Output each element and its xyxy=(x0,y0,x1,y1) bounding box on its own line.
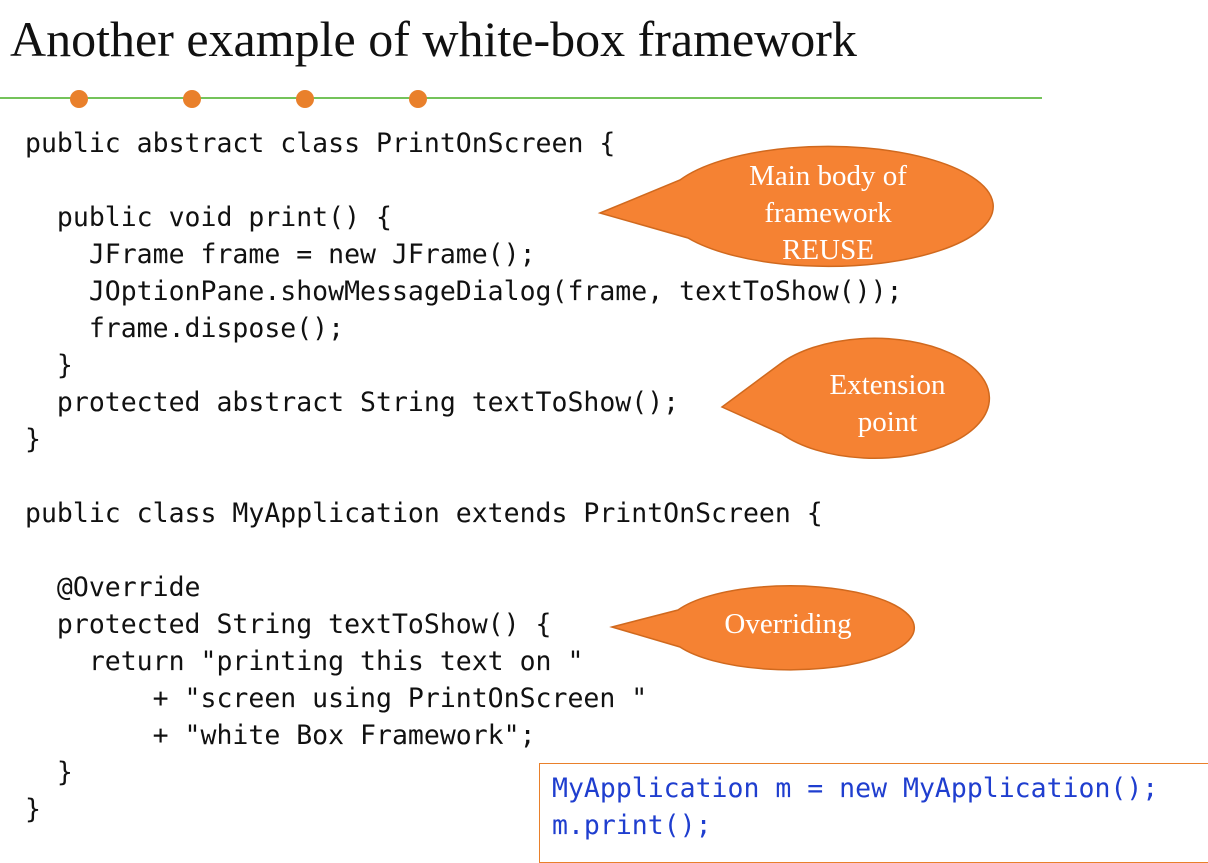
usage-line: m.print(); xyxy=(552,810,712,841)
slide-title: Another example of white-box framework xyxy=(10,11,857,67)
divider-dot xyxy=(409,90,427,108)
code-line: JOptionPane.showMessageDialog(frame, tex… xyxy=(25,276,903,307)
code-line: } xyxy=(25,424,41,455)
code-line: } xyxy=(25,350,73,381)
code-line: return "printing this text on " xyxy=(25,646,584,677)
extension-callout-text: Extension point xyxy=(829,369,946,438)
overriding-callout-bubble xyxy=(609,585,916,671)
code-line: + "screen using PrintOnScreen " xyxy=(25,683,648,714)
usage-example-box: MyApplication m = new MyApplication(); m… xyxy=(539,763,1208,863)
code-line: + "white Box Framework"; xyxy=(25,720,536,751)
divider-dot xyxy=(296,90,314,108)
extension-callout-bubble xyxy=(720,337,991,460)
reuse-callout-text: Main body of framework REUSE xyxy=(749,160,907,266)
code-line: @Override xyxy=(25,572,201,603)
code-line: JFrame frame = new JFrame(); xyxy=(25,239,536,270)
code-line: } xyxy=(25,757,73,788)
reuse-callout-bubble xyxy=(597,145,994,268)
divider-dot xyxy=(70,90,88,108)
code-line: frame.dispose(); xyxy=(25,313,345,344)
usage-line: MyApplication m = new MyApplication(); xyxy=(552,773,1159,804)
divider-dot xyxy=(183,90,201,108)
code-line: protected abstract String textToShow(); xyxy=(25,387,680,418)
code-line: public void print() { xyxy=(25,202,392,233)
code-line: public abstract class PrintOnScreen { xyxy=(25,128,616,159)
code-line: public class MyApplication extends Print… xyxy=(25,498,823,529)
code-line: protected String textToShow() { xyxy=(25,609,552,640)
overriding-callout-text: Overriding xyxy=(724,608,852,640)
title-divider xyxy=(0,97,1042,99)
code-line: } xyxy=(25,794,41,825)
